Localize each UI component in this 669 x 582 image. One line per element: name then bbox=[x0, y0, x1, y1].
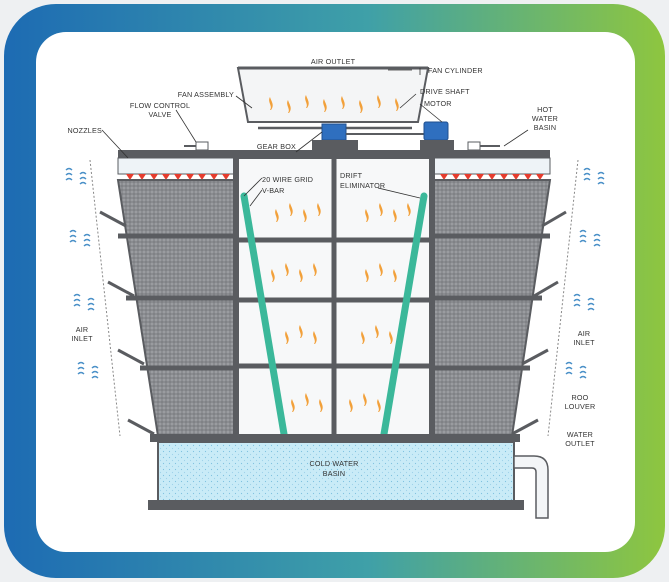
label-air-outlet: AIR OUTLET bbox=[311, 57, 356, 66]
label-roo-louver-1: ROO bbox=[572, 393, 589, 402]
plenum-structure bbox=[233, 158, 435, 436]
leader-lines bbox=[101, 68, 529, 207]
label-drift: DRIFT bbox=[340, 171, 363, 180]
label-wire-grid: 20 WIRE GRID bbox=[262, 175, 313, 184]
water-outlet-pipe bbox=[513, 455, 549, 519]
drift-eliminators bbox=[240, 192, 428, 438]
label-air-inlet-right-2: INLET bbox=[573, 338, 595, 347]
label-fan-cylinder: FAN CYLINDER bbox=[428, 66, 483, 75]
label-gear-box: GEAR BOX bbox=[257, 142, 296, 151]
label-cold-water-basin: BASIN bbox=[323, 469, 346, 478]
hot-water-basin-right bbox=[431, 157, 551, 175]
hot-water-basin-left bbox=[117, 157, 239, 175]
louvers-right bbox=[511, 210, 567, 436]
label-fan-assembly: FAN ASSEMBLY bbox=[178, 90, 234, 99]
label-air-inlet-left-2: INLET bbox=[71, 334, 93, 343]
label-water-outlet-1: WATER bbox=[567, 430, 593, 439]
label-roo-louver-2: LOUVER bbox=[565, 402, 596, 411]
basin-top-beam bbox=[150, 434, 520, 442]
motor bbox=[423, 121, 449, 141]
flow-control-valve-left bbox=[184, 141, 209, 151]
fan-deck bbox=[312, 140, 358, 152]
label-hot-water-1: HOT bbox=[537, 105, 553, 114]
label-nozzles: NOZZLES bbox=[67, 126, 102, 135]
basin-floor bbox=[148, 500, 524, 510]
label-water-outlet-2: OUTLET bbox=[565, 439, 595, 448]
label-v-bar: V-BAR bbox=[262, 186, 285, 195]
motor-support bbox=[420, 140, 454, 152]
cold-water-basin bbox=[157, 441, 515, 503]
label-air-inlet-left-1: AIR bbox=[76, 325, 89, 334]
label-hot-water-3: BASIN bbox=[534, 123, 557, 132]
fill-separators bbox=[118, 233, 550, 371]
label-eliminator: ELIMINATOR bbox=[340, 181, 385, 190]
louvers-left bbox=[99, 210, 155, 436]
label-flow-control-valve: VALVE bbox=[148, 110, 171, 119]
label-motor: MOTOR bbox=[424, 99, 452, 108]
label-drive-shaft: DRIVE SHAFT bbox=[420, 87, 470, 96]
label-air-inlet-right-1: AIR bbox=[578, 329, 591, 338]
flow-control-valve-right bbox=[467, 141, 500, 151]
fan-cylinder bbox=[236, 66, 430, 123]
gear-box bbox=[321, 123, 347, 141]
top-deck bbox=[118, 150, 550, 158]
label-flow-control: FLOW CONTROL bbox=[130, 101, 190, 110]
label-hot-water-2: WATER bbox=[532, 114, 558, 123]
nozzles-right bbox=[440, 174, 544, 180]
label-cold-water: COLD WATER bbox=[309, 459, 358, 468]
nozzles-left bbox=[126, 174, 230, 180]
